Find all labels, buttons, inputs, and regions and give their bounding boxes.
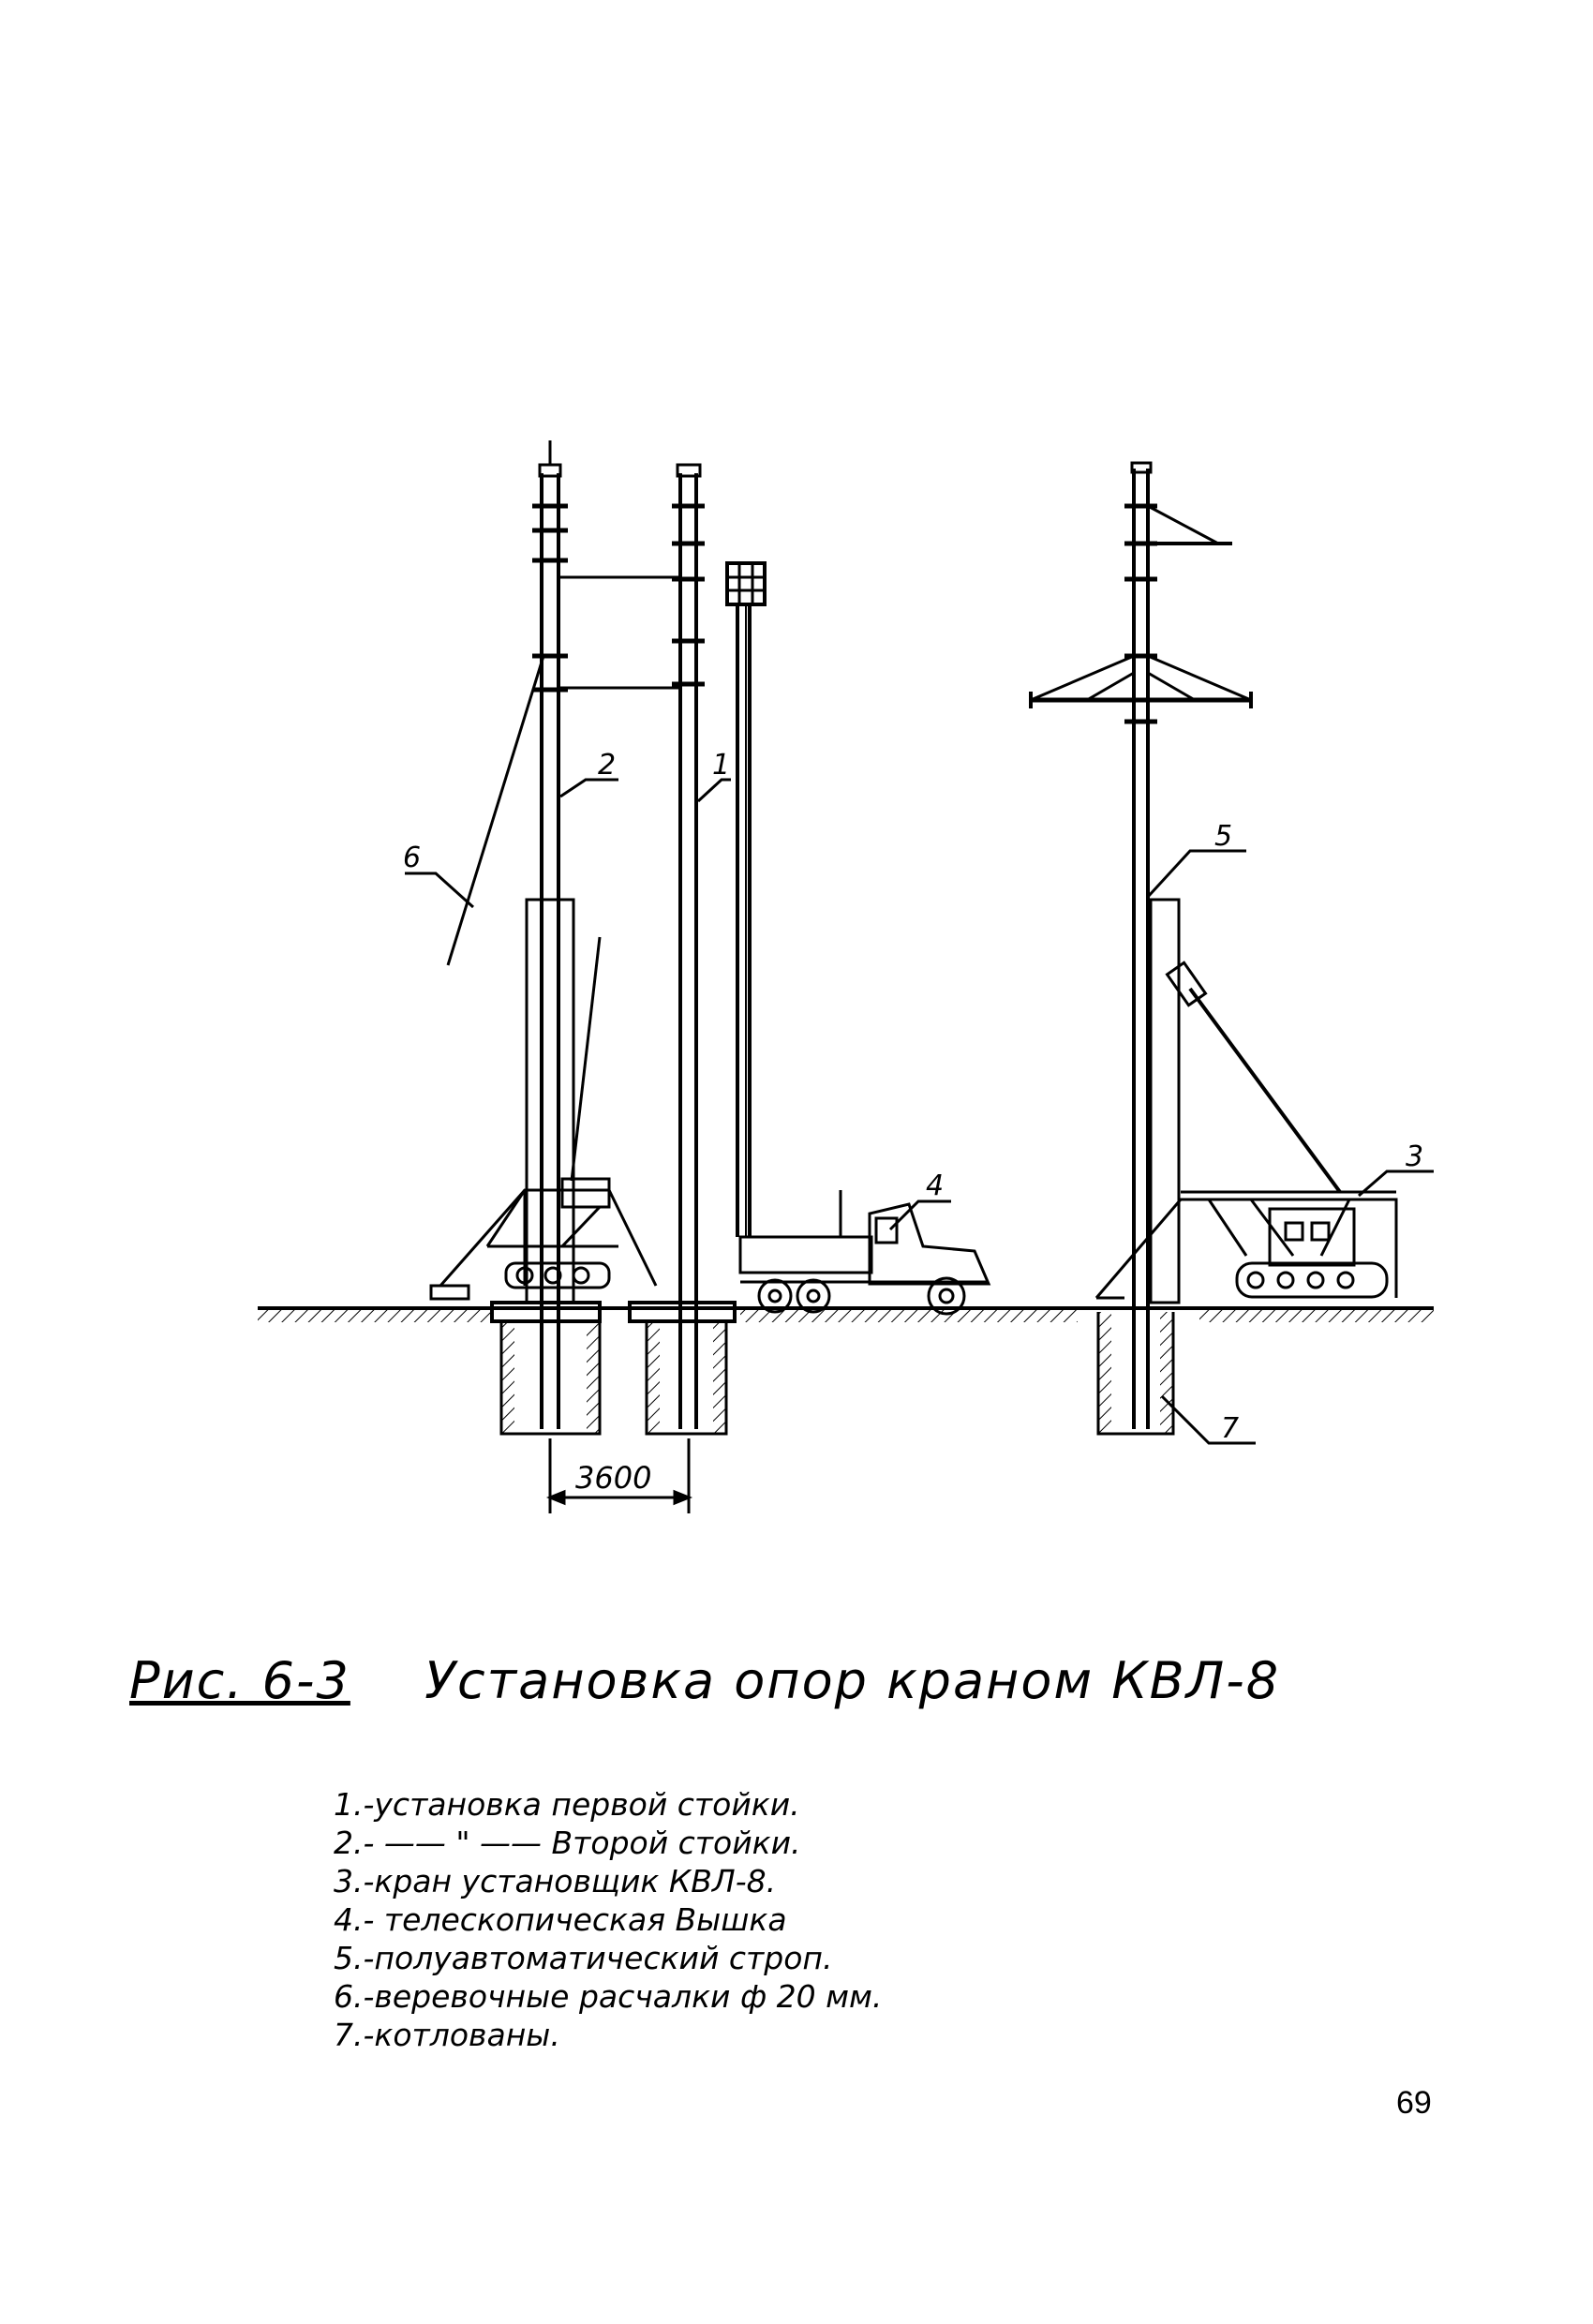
callout-1: 1 — [712, 749, 730, 782]
figure-title: Установка опор краном КВЛ-8 — [424, 1651, 1281, 1710]
legend-item: 5.-полуавтоматический строп. — [334, 1940, 833, 1976]
callout-4: 4 — [926, 1169, 944, 1202]
legend-list: 1.-установка первой стойки. 2.- —— " —— … — [334, 1785, 882, 2054]
callout-2: 2 — [598, 749, 616, 782]
callout-leaders — [405, 778, 1434, 1445]
pole-installed-right — [1029, 461, 1253, 1429]
callout-5: 5 — [1214, 820, 1232, 853]
legend-item: 3.-кран установщик КВЛ-8. — [334, 1863, 777, 1899]
legend-item: 7.-котлованы. — [334, 2017, 560, 2053]
page-number: 69 — [1396, 2085, 1432, 2121]
pole-1 — [672, 463, 705, 1429]
dimension-3600 — [545, 1438, 693, 1513]
guy-rope — [446, 655, 545, 966]
pole-2 — [525, 440, 575, 1429]
callout-6: 6 — [403, 842, 421, 874]
legend-item: 6.-веревочные расчалки ф 20 мм. — [334, 1978, 883, 2015]
callout-3: 3 — [1406, 1140, 1423, 1173]
legend-item: 4.- телескопическая Вышка — [334, 1901, 787, 1938]
installation-drawing: 2 1 6 4 5 3 7 3600 — [258, 440, 1434, 1513]
legend-item: 1.-установка первой стойки. — [334, 1786, 800, 1823]
ground-line — [258, 1306, 1434, 1322]
dimension-label: 3600 — [575, 1460, 651, 1496]
base-plates — [490, 1301, 737, 1323]
callout-7: 7 — [1221, 1412, 1239, 1445]
telescopic-tower-truck — [725, 561, 991, 1316]
pole-cross-ties — [558, 575, 680, 690]
figure-number: Рис. 6-3 — [129, 1651, 350, 1710]
crane-left — [429, 936, 658, 1301]
crane-installer — [1094, 898, 1398, 1304]
foundation-pits — [499, 1312, 1175, 1436]
figure-caption: Рис. 6-3 Установка опор краном КВЛ-8 — [129, 1651, 1280, 1710]
legend-item: 2.- —— " —— Второй стойки. — [334, 1825, 801, 1861]
